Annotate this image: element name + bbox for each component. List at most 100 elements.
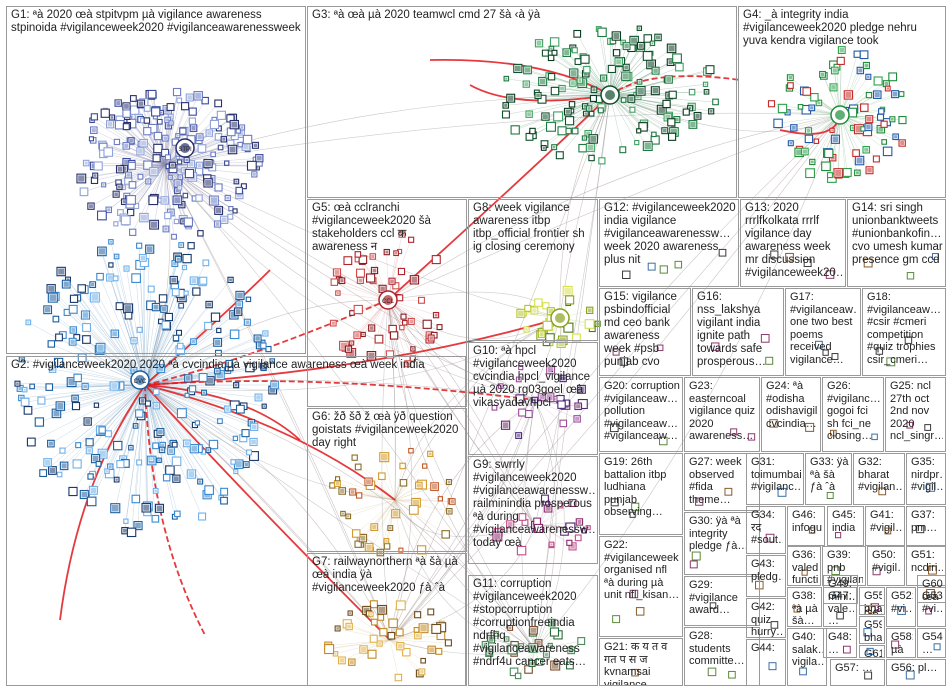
- node-g1-8: [153, 143, 163, 154]
- node-g2-240: [123, 518, 129, 524]
- node-g2-259: [204, 485, 214, 495]
- node-g11-29: [507, 644, 518, 655]
- node-g3-78: [636, 128, 642, 134]
- node-g1-62: [197, 230, 204, 237]
- node-g1-112: [224, 160, 230, 166]
- node-g1-205: [235, 186, 243, 195]
- node-g8-9: [534, 298, 543, 307]
- node-g2-187: [265, 346, 272, 353]
- highlight-edge: [144, 384, 206, 636]
- small-group-node: [830, 429, 837, 437]
- node-g3-39: [537, 94, 547, 104]
- node-g2-12: [245, 362, 255, 373]
- node-g3-30: [550, 86, 560, 96]
- small-group-node: [834, 532, 842, 539]
- small-group-node: [656, 344, 664, 352]
- node-g3-95: [583, 65, 591, 74]
- group-label-g2: G2: #vigilanceweek2020 2020 ªà cvcindia …: [11, 359, 425, 371]
- group-box-g21: G21: क य त व गत प स ज kvnamsai vigilance: [599, 638, 683, 686]
- node-g8-10: [584, 319, 595, 329]
- group-box-g25: G25: ncl 27th oct 2nd nov 2020 ncl_singr…: [885, 377, 946, 452]
- node-g4-40: [852, 149, 860, 157]
- group-label-g35: G35: nirdpr… #vigil…: [911, 456, 943, 493]
- group-box-g43: G43: pledg…: [746, 555, 786, 597]
- node-g3-90: [541, 49, 549, 57]
- small-group-node: [831, 353, 839, 360]
- node-g3-46: [612, 49, 621, 57]
- node-g1-162: [237, 141, 243, 148]
- node-g3-72: [597, 107, 604, 114]
- node-g10-23: [518, 365, 524, 371]
- group-box-g56: G56: pl…: [886, 659, 946, 686]
- small-group-node: [785, 252, 794, 262]
- group-label-g61: G61:: [864, 648, 882, 658]
- node-g9-17: [540, 494, 549, 503]
- node-g1-187: [227, 213, 234, 220]
- node-g7-16: [379, 628, 388, 637]
- node-g3-105: [571, 127, 579, 135]
- group-label-g11: G11: corruption #vigilanceweek2020 #stop…: [473, 578, 587, 668]
- node-g7-4: [402, 647, 411, 657]
- node-g4-70: [898, 116, 907, 125]
- small-group-node: [724, 487, 733, 496]
- group-label-g28: G28: students committe…: [689, 630, 745, 667]
- node-g3-99: [634, 139, 640, 146]
- small-group-node: [897, 606, 906, 615]
- small-group-node: [765, 533, 775, 543]
- small-group-node: [612, 348, 620, 356]
- node-g2-208: [232, 435, 239, 442]
- node-g2-180: [113, 440, 123, 451]
- node-g4-6: [873, 76, 883, 86]
- small-group-node: [904, 336, 913, 344]
- group-label-g51: G51: ncdiri…: [911, 549, 943, 574]
- node-g2-75: [55, 333, 63, 342]
- node-g3-56: [557, 126, 567, 136]
- node-g9-12: [557, 502, 564, 509]
- group-box-g54: G54: …: [917, 628, 946, 658]
- small-group-node: [769, 419, 778, 428]
- group-box-g14: G14: sri singh unionbanktweets #unionban…: [847, 199, 946, 287]
- node-g5-7: [402, 319, 408, 326]
- small-group-node: [619, 357, 629, 366]
- highlight-edge: [387, 94, 611, 301]
- group-label-g5: G5: œà cclranchi #vigilanceweek2020 šà s…: [312, 202, 435, 253]
- group-box-g48: G48: …: [823, 628, 857, 658]
- node-g1-208: [127, 161, 136, 170]
- small-group-node: [808, 527, 816, 534]
- node-g2-9: [136, 242, 143, 249]
- small-group-node: [728, 670, 736, 679]
- node-g3-76: [712, 98, 719, 106]
- node-g2-30: [26, 437, 36, 447]
- group-box-g38: G38: ªà µà šà…: [787, 587, 822, 627]
- node-g2-77: [204, 321, 213, 331]
- node-g2-80: [176, 342, 184, 350]
- node-g2-83: [68, 486, 78, 497]
- group-box-g11: G11: corruption #vigilanceweek2020 #stop…: [468, 575, 598, 686]
- node-g1-213: [246, 160, 257, 171]
- small-group-node: [801, 569, 808, 576]
- node-g3-26: [568, 101, 576, 108]
- node-g4-49: [898, 91, 905, 97]
- node-g2-28: [53, 357, 64, 368]
- node-g7-41: [324, 644, 335, 655]
- node-g8-27: [563, 322, 574, 333]
- group-label-g15: G15: vigilance psbindofficial md ceo ban…: [604, 291, 681, 368]
- small-group-node: [803, 259, 812, 267]
- node-g11-15: [549, 627, 560, 637]
- node-g2-176: [162, 473, 171, 482]
- small-group-node: [815, 340, 823, 349]
- group-box-g10: G10: ªà hpcl #vigilanceweek2020 cvcindia…: [468, 342, 598, 455]
- node-g2-99: [124, 311, 133, 320]
- group-label-g29: G29: #vigilance award…: [689, 579, 741, 616]
- node-g1-219: [122, 123, 130, 131]
- group-label-g14: G14: sri singh unionbanktweets #unionban…: [852, 202, 943, 266]
- node-g5-30: [353, 304, 363, 315]
- small-group-node: [689, 560, 698, 569]
- node-g2-253: [23, 406, 33, 415]
- small-group-node: [927, 565, 937, 575]
- group-label-g23: G23: easterncoal vigilance quiz 2020 awa…: [689, 380, 756, 442]
- node-g2-199: [260, 342, 267, 349]
- group-box-g7: G7: railwaynorthern ªà šà µà œà india ÿà…: [307, 553, 467, 686]
